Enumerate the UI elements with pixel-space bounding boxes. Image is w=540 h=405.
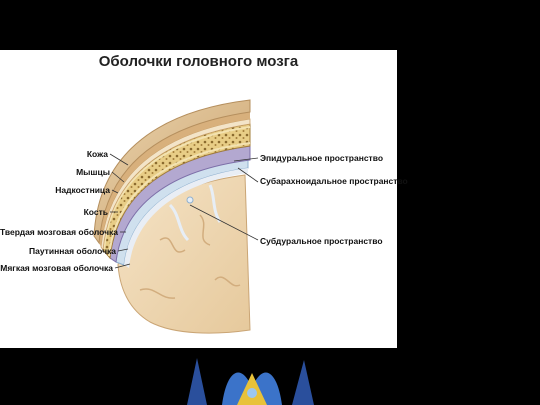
label-muscles: Мышцы [76,167,110,177]
label-bone: Кость [83,207,108,217]
muscle-layer [99,112,250,247]
right-leader-lines [189,157,259,241]
skin-layer [93,99,251,245]
periosteum-layer [100,118,251,252]
vessel-cross-section [186,196,194,204]
bone-inner-table [108,142,251,257]
brain-sulci [139,214,241,299]
label-periosteum: Надкостница [55,185,110,195]
vessel-1 [168,203,190,242]
label-pia-mater: Мягкая мозговая оболочка [0,263,113,273]
label-subdural-space: Субдуральное пространство [260,236,383,246]
label-arachnoid: Паутинная оболочка [29,246,116,256]
label-dura-mater: Твердая мозговая оболочка [0,227,119,237]
diagram-title: Оболочки головного мозга [98,53,299,70]
pia-layer [124,168,248,268]
left-leader-lines [109,153,131,269]
decorative-artwork [187,358,314,405]
label-subarachnoid-space: Субарахноидальное пространство [260,176,408,186]
label-skin: Кожа [86,149,108,159]
label-epidural-space: Эпидуральное пространство [260,153,384,163]
vessel-2 [208,184,222,223]
bone-outer-table [103,126,251,250]
